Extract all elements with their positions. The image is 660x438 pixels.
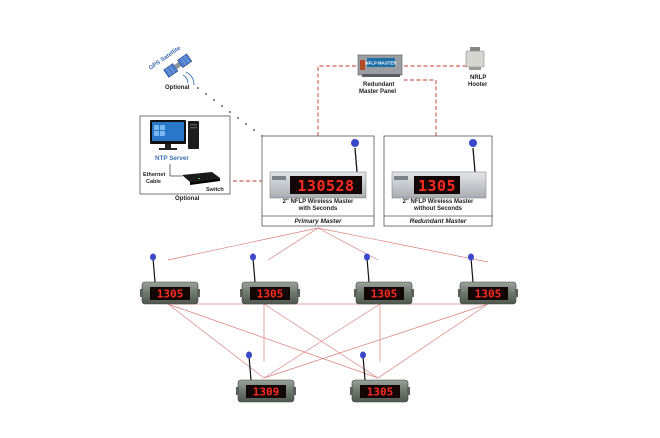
antenna-icon — [364, 253, 370, 261]
antenna-icon — [351, 139, 359, 147]
primary-master: 130528 2" NFLP Wireless Master with Seco… — [261, 135, 375, 227]
panel-label-2: Master Panel — [359, 89, 396, 95]
ethernet-label: Ethernet — [143, 172, 165, 178]
hooter-label-1: NRLP — [470, 75, 486, 81]
panel-box-text: NFLP MASTER — [365, 61, 397, 66]
slave-clock-5: 1309 — [236, 351, 296, 403]
network-switch-icon — [182, 172, 220, 185]
panel-label-1: Redundant — [363, 82, 394, 88]
redundant-master: 1305 2" NFLP Wireless Master without Sec… — [383, 135, 493, 227]
hooter-label-2: Hooter — [468, 82, 488, 88]
slave-clock-4: 1305 — [458, 253, 518, 305]
primary-caption-2: with Seconds — [298, 206, 338, 212]
redundant-caption-2: without Seconds — [413, 206, 463, 212]
redundant-footer: Redundant Master — [410, 218, 467, 225]
antenna-icon — [360, 351, 366, 359]
redundant-master-panel: NFLP MASTER — [357, 54, 403, 77]
slave-clock-display: 1305 — [367, 386, 394, 399]
slave-clock-display: 1305 — [257, 288, 284, 301]
antenna-icon — [468, 253, 474, 261]
redundant-caption-1: 2" NFLP Wireless Master — [403, 199, 474, 205]
switch-label: Switch — [206, 187, 224, 193]
slave-clock-6: 1305 — [350, 351, 410, 403]
hooter-icon — [465, 47, 485, 70]
slave-clock-display: 1309 — [253, 386, 280, 399]
monitor-icon — [150, 120, 186, 150]
gps-satellite-icon: GPS Satellite — [148, 45, 195, 86]
primary-caption-1: 2" NFLP Wireless Master — [283, 199, 354, 205]
slave-clock-3: 1305 — [354, 253, 414, 305]
antenna-icon — [246, 351, 252, 359]
primary-footer: Primary Master — [295, 218, 342, 225]
slave-clock-display: 1305 — [475, 288, 502, 301]
gps-caption: Optional — [165, 85, 190, 91]
redundant-display: 1305 — [418, 177, 456, 195]
cable-label: Cable — [146, 179, 161, 185]
ntp-server-group: NTP Server Ethernet Cable Switch — [139, 115, 231, 195]
pc-tower-icon — [188, 121, 199, 149]
antenna-icon — [150, 253, 156, 261]
ntp-server-label: NTP Server — [155, 155, 189, 162]
server-caption: Optional — [175, 196, 200, 202]
antenna-icon — [469, 139, 477, 147]
slave-clock-2: 1305 — [240, 253, 300, 305]
slave-clock-display: 1305 — [371, 288, 398, 301]
slave-clock-1: 1305 — [140, 253, 200, 305]
primary-display: 130528 — [297, 177, 354, 195]
wireless-links — [167, 227, 489, 379]
antenna-icon — [250, 253, 256, 261]
slave-clock-display: 1305 — [157, 288, 184, 301]
